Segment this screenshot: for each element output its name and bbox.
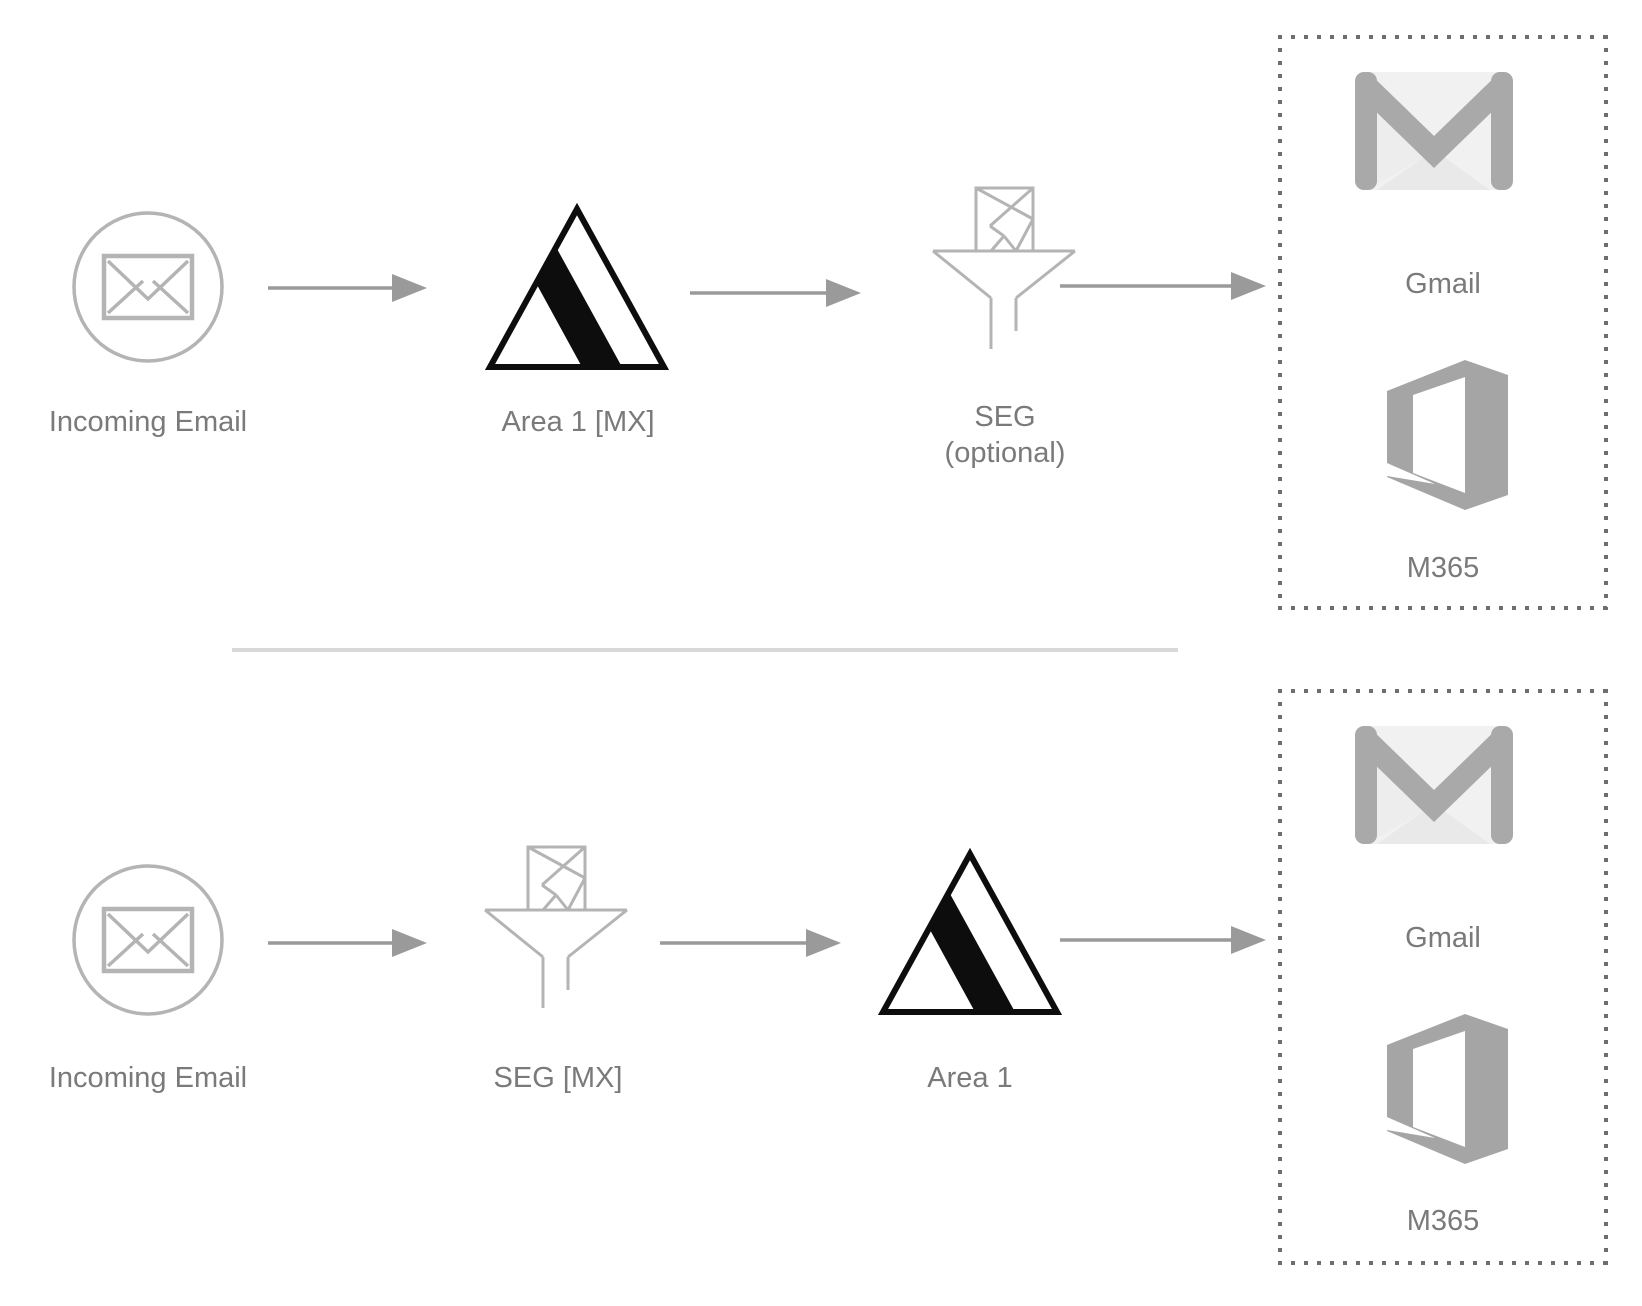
m365-node-row2	[1387, 1014, 1508, 1164]
gmail-label-row2: Gmail	[1405, 922, 1481, 954]
seg-funnel-icon	[483, 843, 629, 1011]
gmail-icon	[1355, 72, 1513, 190]
area1-label-row2: Area 1	[927, 1062, 1013, 1094]
gmail-label-row1: Gmail	[1405, 268, 1481, 300]
flow-arrow-2-row2	[660, 929, 841, 957]
incoming-email-icon	[71, 863, 225, 1017]
m365-icon	[1387, 360, 1508, 510]
seg-label-line2: (optional)	[944, 437, 1066, 469]
flow-arrow-3-row1	[1060, 272, 1266, 300]
area1-mx-label: Area 1 [MX]	[501, 406, 655, 438]
incoming-email-icon	[71, 210, 225, 364]
seg-optional-node	[931, 184, 1077, 352]
gmail-node-row2	[1355, 726, 1513, 844]
incoming-email-label-row2: Incoming Email	[48, 1062, 248, 1094]
flow-arrow-2-row1	[690, 279, 861, 307]
m365-icon	[1387, 1014, 1508, 1164]
incoming-email-label: Incoming Email	[48, 406, 248, 438]
area1-triangle-icon	[875, 848, 1065, 1018]
area1-mx-node	[482, 203, 672, 373]
gmail-icon	[1355, 726, 1513, 844]
seg-mx-node	[483, 843, 629, 1011]
m365-label-row2: M365	[1406, 1205, 1480, 1237]
area1-node-row2	[875, 848, 1065, 1018]
incoming-email-node-row1	[71, 210, 225, 364]
m365-node-row1	[1387, 360, 1508, 510]
seg-optional-label: SEG (optional)	[945, 399, 1066, 471]
flow-arrow-1-row1	[268, 274, 427, 302]
flow-arrow-3-row2	[1060, 926, 1266, 954]
flow-arrow-1-row2	[268, 929, 427, 957]
rows-divider	[232, 648, 1178, 652]
gmail-node-row1	[1355, 72, 1513, 190]
seg-mx-label: SEG [MX]	[493, 1062, 623, 1094]
seg-label-line1: SEG	[974, 401, 1036, 433]
incoming-email-node-row2	[71, 863, 225, 1017]
seg-funnel-icon	[931, 184, 1077, 352]
m365-label-row1: M365	[1406, 552, 1480, 584]
area1-triangle-icon	[482, 203, 672, 373]
